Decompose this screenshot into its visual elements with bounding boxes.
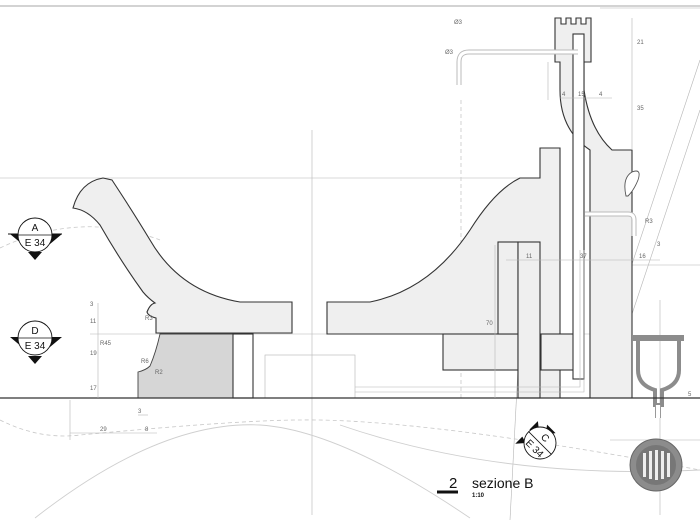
svg-text:16: 16	[639, 254, 646, 260]
drain-trap	[632, 335, 684, 418]
svg-text:Ø3: Ø3	[454, 20, 463, 26]
svg-text:21: 21	[637, 40, 644, 46]
svg-text:R3: R3	[645, 219, 653, 225]
svg-text:3: 3	[90, 302, 94, 308]
dimension-lines	[69, 18, 660, 440]
section-marker-d[interactable]: D E 34	[10, 320, 62, 364]
svg-text:11: 11	[526, 254, 533, 260]
svg-text:R45: R45	[100, 341, 112, 347]
svg-text:19: 19	[90, 351, 97, 357]
svg-text:8: 8	[145, 427, 149, 433]
drain-pipe-runs	[355, 250, 585, 393]
tap-bore	[572, 33, 585, 380]
svg-text:4: 4	[562, 92, 566, 98]
basin-left-wing	[72, 177, 293, 334]
svg-text:3: 3	[138, 409, 142, 415]
svg-text:35: 35	[637, 106, 644, 112]
drain-cover	[629, 438, 683, 492]
step-block-lower	[442, 333, 519, 371]
svg-text:29: 29	[100, 427, 107, 433]
section-sheet: E 34	[25, 238, 46, 249]
inner-box	[264, 354, 356, 399]
svg-text:5: 5	[688, 392, 692, 398]
section-sheet: E 34	[25, 341, 46, 352]
svg-text:11: 11	[90, 319, 97, 325]
base-gap	[232, 333, 254, 399]
hook	[624, 170, 640, 197]
section-letter: D	[31, 326, 38, 337]
drawing-scale: 1:10	[472, 493, 485, 499]
drawing-name: sezione B	[472, 475, 533, 491]
svg-text:4: 4	[599, 92, 603, 98]
svg-text:17: 17	[90, 386, 97, 392]
svg-text:R3: R3	[145, 316, 153, 322]
section-letter: A	[32, 223, 39, 234]
svg-text:R6: R6	[141, 359, 149, 365]
svg-text:15: 15	[578, 92, 585, 98]
drawing-title: 2 sezione B 1:10	[437, 475, 533, 499]
section-marker-a[interactable]: A E 34	[8, 217, 62, 260]
svg-text:3: 3	[657, 242, 661, 248]
svg-text:Ø3: Ø3	[445, 50, 454, 56]
svg-text:R2: R2	[155, 370, 163, 376]
section-marker-c[interactable]: C E 34	[515, 418, 564, 467]
drawing-number: 2	[449, 475, 457, 492]
step-block-right	[540, 333, 576, 371]
basin-right-wing	[326, 147, 561, 399]
base-block	[137, 333, 234, 399]
dimension-labels: 3 11 R3 R45 19 R6 R2 17 3 29 8 Ø3 Ø3 21 …	[90, 20, 692, 433]
step-block-upper	[497, 241, 519, 335]
svg-text:37: 37	[580, 254, 587, 260]
svg-text:70: 70	[486, 321, 493, 327]
step-column	[517, 241, 541, 399]
